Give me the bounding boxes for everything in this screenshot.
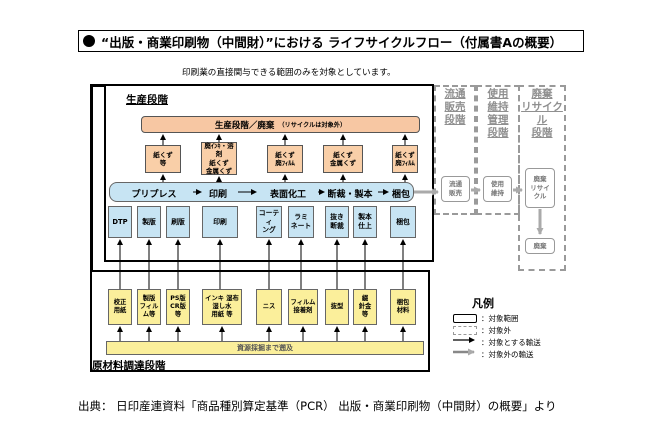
stage-connector-line (90, 84, 93, 272)
scope-note: 印刷業の直接関与できる範囲のみを対象としています。 (182, 68, 396, 78)
material-plates: PS版 CR版 等 (166, 289, 190, 325)
waste-binding: 紙くず 金属くず (323, 145, 363, 173)
legend-arrow-icons (453, 337, 475, 356)
legend-nontarget-transport: ：対象外の輸送 (481, 349, 534, 360)
legend-solid-box-icon (453, 314, 477, 323)
material-to-process-arrows (117, 239, 406, 289)
distribution-stage-frame (434, 85, 476, 215)
title-bullet-icon (83, 35, 95, 47)
source-citation: 出典： 日印産連資料「商品種別算定基準（PCR） 出版・商業印刷物（中間財）の概… (78, 399, 557, 413)
material-die: 抜型 (325, 289, 349, 325)
title-text: “出版・商業印刷物（中間財）”における ライフサイクルフロー（付属書Aの概要） (101, 34, 563, 50)
material-proof-paper: 校正 用紙 (108, 289, 132, 325)
use-stage-label: 使用 維持 管理 段階 (487, 88, 509, 140)
process-printing: 印刷 (202, 206, 238, 238)
stage-connector-top (90, 84, 106, 87)
disposal-bar-note: （リサイクルは対象外） (278, 122, 347, 129)
production-stage-bar (109, 182, 414, 202)
material-wire: 綴 針金 等 (353, 289, 377, 325)
process-binding-finish: 製本 仕上 (353, 206, 377, 238)
waste-to-disposal-arrows (160, 134, 408, 145)
use-box: 使用 維持 (483, 176, 512, 202)
resource-extraction-bar: 資源採掘まで遡及 (106, 341, 424, 355)
legend-in-scope-label: ：対象範囲 (481, 314, 519, 323)
disposal-stage-label: 廃棄 リサイクル 段階 (521, 88, 563, 140)
raw-stage-label: 原材料調達段階 (92, 360, 166, 372)
stage-cutting-binding: 断裁・製本 (327, 190, 373, 200)
distribution-stage-label: 流通 販売 段階 (444, 88, 466, 127)
distribution-box: 流通 販売 (441, 176, 470, 202)
process-platemaking: 製版 (137, 206, 161, 238)
process-laminating: ラミ ネート (288, 206, 314, 238)
legend-target-transport-label: ：対象とする輸送 (481, 338, 541, 347)
disposal-stage-frame (518, 85, 566, 271)
stage-packing: 梱包 (391, 190, 410, 200)
process-dtp: DTP (108, 206, 132, 238)
waste-packing: 紙くず 廃ﾌｨﾙﾑ (392, 145, 418, 173)
legend-out-of-scope: ：対象外 (453, 325, 511, 336)
process-coating: コーティ ング (256, 206, 282, 238)
stage-printing: 印刷 (208, 190, 227, 200)
stage-surface-finishing: 表面化工 (269, 190, 306, 200)
process-plate: 刷版 (166, 206, 190, 238)
material-film-adhesive: フィルム 接着剤 (288, 289, 318, 325)
dispose-box: 廃棄 (525, 238, 555, 254)
legend-dashed-box-icon (453, 326, 477, 335)
material-ink-paper: インキ 湿布 湿し水 用紙 等 (202, 289, 242, 325)
material-packing: 梱包 材料 (390, 289, 416, 325)
production-disposal-bar: 生産段階／廃棄 （リサイクルは対象外） (141, 116, 420, 133)
production-stage-label: 生産段階 (126, 94, 168, 106)
process-packing: 梱包 (390, 206, 416, 238)
legend-out-of-scope-label: ：対象外 (481, 326, 511, 335)
stage-to-waste-arrows (160, 174, 408, 182)
material-film: 製版 フィル ム等 (137, 289, 161, 325)
legend-nontarget-transport-label: ：対象外の輸送 (481, 350, 534, 359)
recycle-box: 廃棄 リサイ クル (525, 168, 555, 208)
raw-material-stage-frame (90, 270, 430, 372)
stage-prepress: プリプレス (131, 190, 177, 200)
legend-in-scope: ：対象範囲 (453, 313, 519, 324)
waste-prepress: 紙くず 等 (145, 145, 181, 173)
legend-title: 凡例 (472, 297, 494, 310)
waste-printing: 廃ｲﾝｷ・溶剤 紙くず 金属くず (201, 142, 237, 175)
waste-surface: 紙くず 廃ﾌｨﾙﾑ (267, 145, 303, 173)
legend-target-transport: ：対象とする輸送 (481, 337, 541, 348)
out-of-scope-transport-arrows (414, 186, 544, 235)
diagram-title: “出版・商業印刷物（中間財）”における ライフサイクルフロー（付属書Aの概要） (78, 30, 584, 52)
material-varnish: ニス (256, 289, 282, 325)
process-die-cutting: 抜き 断裁 (325, 206, 349, 238)
resource-to-material-arrows (117, 326, 406, 341)
disposal-bar-label: 生産段階／廃棄 (214, 120, 275, 131)
